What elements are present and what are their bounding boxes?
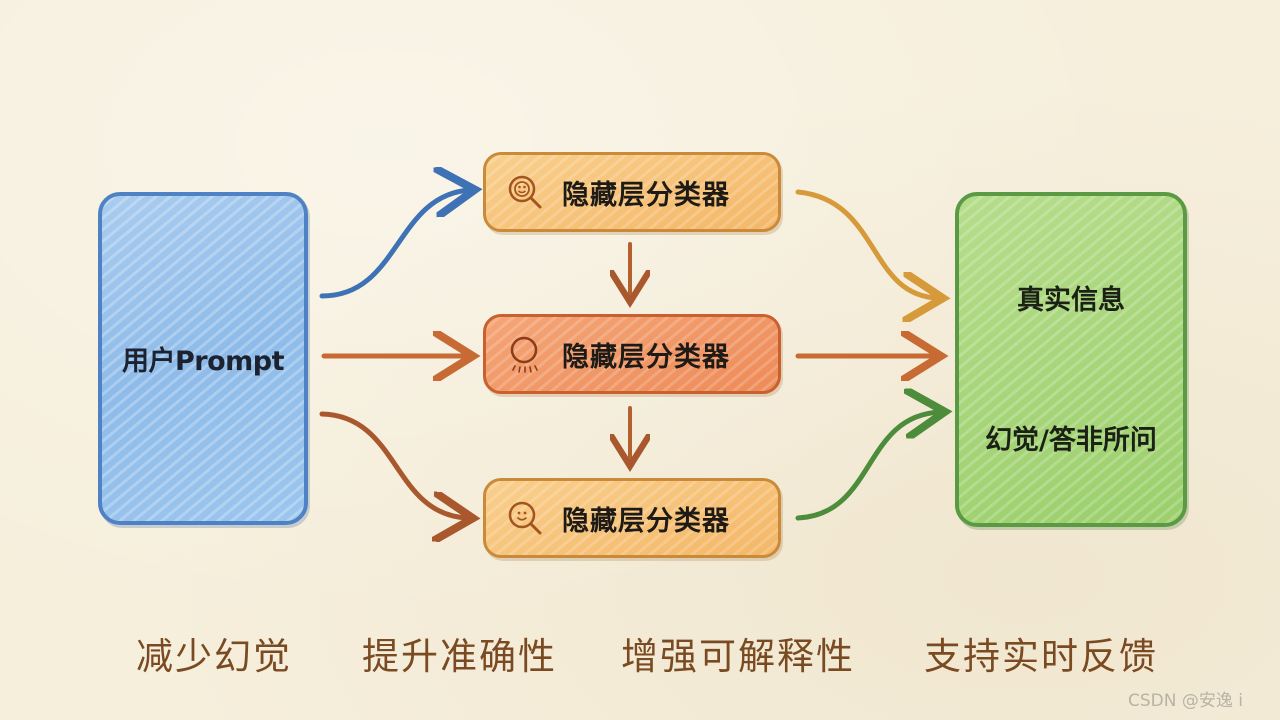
output-box: 真实信息 幻觉/答非所问	[955, 192, 1187, 527]
benefit-interpretability: 增强可解释性	[621, 635, 855, 678]
sun-circle-icon	[502, 331, 548, 377]
classifier-bottom-label: 隐藏层分类器	[562, 505, 730, 537]
watermark: CSDN @安逸 i	[1128, 691, 1243, 711]
user-prompt-box: 用户Prompt	[98, 192, 308, 525]
classifier-middle: 隐藏层分类器	[483, 314, 781, 394]
classifier-bottom: 隐藏层分类器	[483, 478, 781, 558]
arrow-input-to-top	[319, 190, 470, 299]
arrow-bottom-to-output	[795, 412, 940, 521]
benefit-reduce-hallucination: 减少幻觉	[136, 635, 292, 678]
classifier-top-label: 隐藏层分类器	[562, 179, 730, 211]
classifier-middle-label: 隐藏层分类器	[562, 341, 730, 373]
magnifier-smile-icon	[502, 169, 548, 215]
benefit-realtime-feedback: 支持实时反馈	[924, 635, 1158, 678]
classifier-top: 隐藏层分类器	[483, 152, 781, 232]
user-prompt-label: 用户Prompt	[121, 346, 285, 377]
arrow-input-to-bottom	[319, 411, 468, 518]
magnifier-smile-icon	[502, 495, 548, 541]
arrow-top-to-output	[795, 189, 938, 298]
benefit-improve-accuracy: 提升准确性	[362, 635, 557, 678]
hallucination-label: 幻觉/答非所问	[985, 425, 1157, 456]
true-info-label: 真实信息	[1017, 285, 1125, 316]
